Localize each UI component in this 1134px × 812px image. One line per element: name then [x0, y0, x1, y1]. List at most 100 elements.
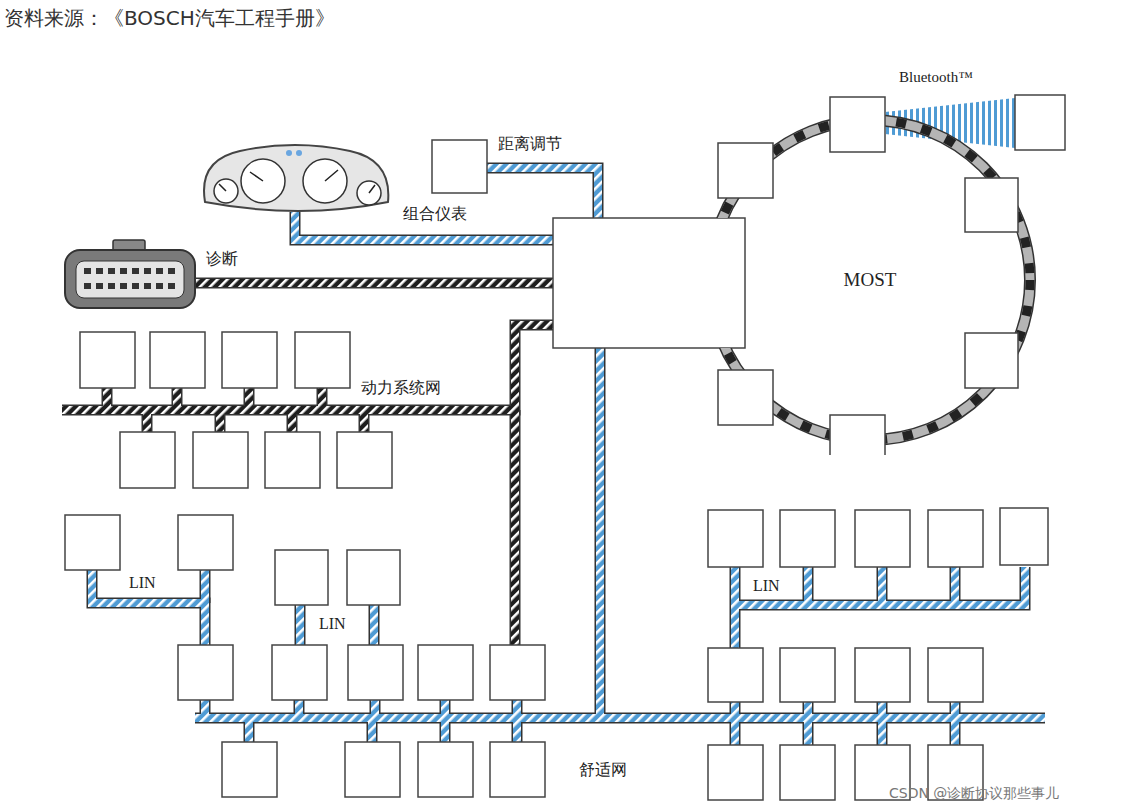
can-bus-blue-outline: [244, 718, 255, 742]
ecu-box: [855, 648, 910, 702]
can-bus-blue-outline: [92, 570, 205, 645]
can-bus-blue-outline: [294, 700, 305, 718]
ecu-box: [150, 332, 205, 388]
can-bus-blue: [441, 718, 449, 742]
connector-pin: [96, 283, 103, 289]
can-bus-blue: [878, 567, 886, 605]
can-bus-blue-outline: [595, 348, 606, 718]
can-bus-blue-outline: [877, 567, 888, 605]
network-label: 动力系统网: [360, 378, 442, 397]
ecu-box: [222, 742, 277, 797]
can-bus-black-outline: [172, 388, 183, 410]
ecu-box: [272, 645, 327, 700]
can-bus-black-outline: [317, 388, 328, 410]
most-ring: MOST: [700, 90, 1075, 455]
connector-pin: [156, 268, 163, 274]
can-bus-black: [195, 279, 553, 287]
ecu-box: [178, 515, 233, 570]
indicator-lamp: [296, 150, 302, 156]
bus-label: 诊断: [205, 249, 239, 268]
can-bus-black-outline: [510, 410, 521, 645]
can-bus-black: [103, 388, 111, 410]
ecu-box: [65, 515, 120, 570]
ecu-box: [120, 432, 175, 488]
can-bus-blue: [296, 605, 304, 645]
bus-label: 组合仪表: [402, 204, 468, 223]
gauge-needle: [219, 170, 375, 193]
ecu-box: [348, 645, 403, 700]
ecu-box: [718, 370, 773, 425]
can-bus-black-outline: [102, 388, 113, 410]
can-bus-blue: [487, 168, 598, 218]
indicator-lamp: [286, 150, 292, 156]
can-bus-black-outline: [215, 410, 226, 432]
can-bus-blue: [804, 702, 812, 745]
cluster-housing: [204, 145, 388, 211]
connector-pin: [132, 283, 139, 289]
ecu-box: [490, 742, 545, 797]
can-bus-blue: [195, 714, 1045, 722]
can-bus-black-outline: [359, 410, 370, 432]
can-bus-blue-outline: [440, 718, 451, 742]
ecu-box: [347, 550, 400, 605]
source-title: 资料来源：《BOSCH汽车工程手册》: [4, 6, 335, 30]
can-bus-blue: [878, 702, 886, 745]
connector-pin: [84, 268, 91, 274]
can-bus-blue: [735, 567, 1025, 605]
ecu-box: [418, 742, 473, 797]
can-bus-blue: [201, 700, 209, 718]
lin-label: LIN: [752, 576, 781, 595]
ecu-box: [295, 332, 350, 388]
ecu-box: [708, 510, 763, 567]
can-bus-black: [288, 410, 296, 432]
can-bus-blue-outline: [803, 702, 814, 745]
can-bus-blue-outline: [200, 700, 211, 718]
connector-pin: [132, 268, 139, 274]
can-bus-blue: [596, 348, 604, 718]
ecu-box: [265, 432, 320, 488]
ecu-box: [718, 143, 773, 198]
ecu-box: [855, 510, 910, 567]
connector-pin: [144, 283, 151, 289]
lin-label: LIN: [318, 614, 347, 633]
can-bus-black: [318, 388, 326, 410]
can-bus-blue: [804, 567, 812, 605]
ecu-box: [830, 97, 885, 152]
watermark: CSDN @诊断协议那些事儿: [888, 785, 1060, 802]
can-bus-blue: [295, 700, 303, 718]
can-bus-black-outline: [142, 410, 153, 432]
connector-pin: [108, 268, 115, 274]
ecu-box: [965, 178, 1018, 232]
can-bus-blue-outline: [950, 567, 961, 605]
can-bus-black-outline: [62, 325, 553, 410]
ecu-box: [965, 333, 1018, 388]
ecu-box: [1015, 95, 1065, 150]
connector-pin: [168, 283, 175, 289]
ecu-box: [418, 645, 473, 700]
can-bus-blue: [951, 702, 959, 745]
ecu-box: [780, 648, 835, 702]
connector-pin: [84, 283, 91, 289]
can-bus-black: [173, 388, 181, 410]
can-bus-blue-outline: [950, 702, 961, 745]
can-bus-blue-outline: [367, 718, 378, 742]
ring-fiber: [710, 120, 1030, 440]
can-bus-blue-outline: [369, 605, 380, 645]
network-label: 舒适网: [578, 760, 628, 779]
ecu-box: [337, 432, 392, 488]
can-bus-blue-outline: [730, 702, 741, 745]
ecu-box: [708, 648, 763, 702]
ecu-box: [928, 510, 983, 567]
ecu-box: [1000, 508, 1048, 565]
diagnostic-connector: [65, 240, 195, 308]
bus-lines: [62, 168, 1045, 745]
can-bus-black: [216, 410, 224, 432]
can-bus-blue: [201, 570, 209, 603]
connector-pin: [120, 283, 127, 289]
can-bus-blue: [370, 605, 378, 645]
ecu-box: [432, 140, 487, 193]
ecu-box: [780, 745, 835, 800]
can-bus-blue-outline: [877, 702, 888, 745]
connector-pin: [156, 283, 163, 289]
connector-pin: [120, 268, 127, 274]
